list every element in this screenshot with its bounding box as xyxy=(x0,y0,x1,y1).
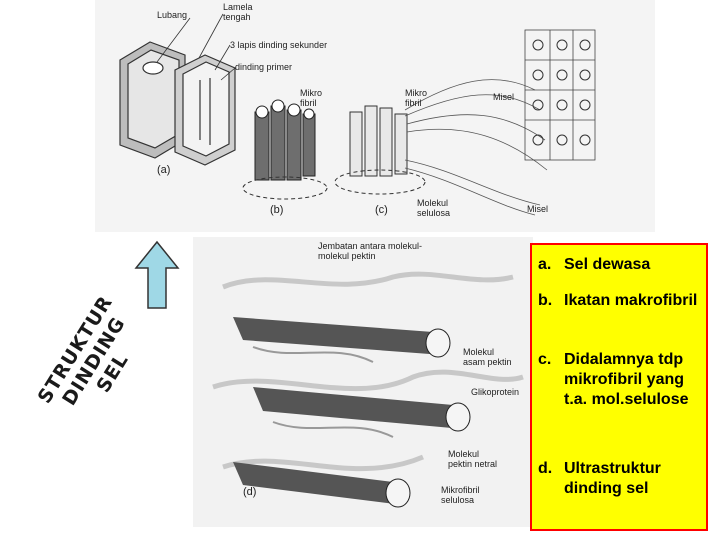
cell-wall-structure-figure: Lubang Lamela tengah 3 lapis dinding sek… xyxy=(95,0,655,232)
label-mikrofibril-2b: fibril xyxy=(405,98,422,108)
caption-key: a. xyxy=(538,256,552,273)
caption-key: c. xyxy=(538,351,552,368)
label-molekul-selulosa-2: selulosa xyxy=(417,208,451,218)
label-lamela: Lamela xyxy=(223,2,253,12)
label-b: (b) xyxy=(270,204,284,216)
label-c: (c) xyxy=(375,204,388,216)
ultrastructure-drawing xyxy=(212,271,524,508)
caption-item-c: c. Didalamnya tdp mikrofibril yang t.a. … xyxy=(538,350,702,410)
label-d: (d) xyxy=(243,486,257,498)
label-mikrofibril-selulosa-2: selulosa xyxy=(441,495,475,505)
caption-text: Didalamnya tdp mikrofibril yang t.a. mol… xyxy=(564,351,689,408)
up-arrow-icon xyxy=(134,240,180,309)
caption-text: Ikatan makrofibril xyxy=(564,292,698,309)
label-misel-1: Misel xyxy=(493,92,515,102)
label-jembatan-2: molekul pektin xyxy=(318,251,376,261)
caption-box: a. Sel dewasa b. Ikatan makrofibril c. D… xyxy=(530,243,708,531)
label-misel-2: Misel xyxy=(527,204,549,214)
caption-item-b: b. Ikatan makrofibril xyxy=(538,291,702,311)
ultrastructure-figure: Jembatan antara molekul- molekul pektin … xyxy=(193,237,533,527)
caption-key: d. xyxy=(538,460,553,477)
label-mikrofibril-2a: Mikro xyxy=(405,88,427,98)
label-glikoprotein: Glikoprotein xyxy=(471,387,520,397)
label-lubang: Lubang xyxy=(157,10,188,20)
label-pektin-netral-2: pektin netral xyxy=(448,459,498,469)
label-lapis-sekunder: 3 lapis dinding sekunder xyxy=(230,40,328,50)
caption-item-d: d. Ultrastruktur dinding sel xyxy=(538,459,702,499)
label-asam-pektin-2: asam pektin xyxy=(463,357,512,367)
label-molekul-selulosa-1: Molekul xyxy=(417,198,449,208)
label-pektin-netral-1: Molekul xyxy=(448,449,480,459)
label-dinding-primer: dinding primer xyxy=(235,62,293,72)
caption-text: Ultrastruktur dinding sel xyxy=(564,460,661,497)
caption-key: b. xyxy=(538,292,553,309)
caption-text: Sel dewasa xyxy=(564,256,651,273)
cell-wall-drawing xyxy=(119,13,596,216)
label-mikrofibril-1b: fibril xyxy=(300,98,317,108)
caption-item-a: a. Sel dewasa xyxy=(538,255,702,275)
label-lamela-tengah: tengah xyxy=(223,12,251,22)
label-mikrofibril-selulosa-1: Mikrofibril xyxy=(441,485,480,495)
label-jembatan-1: Jembatan antara molekul- xyxy=(318,241,423,251)
label-a: (a) xyxy=(157,164,171,176)
label-asam-pektin-1: Molekul xyxy=(463,347,495,357)
label-mikrofibril-1a: Mikro xyxy=(300,88,322,98)
